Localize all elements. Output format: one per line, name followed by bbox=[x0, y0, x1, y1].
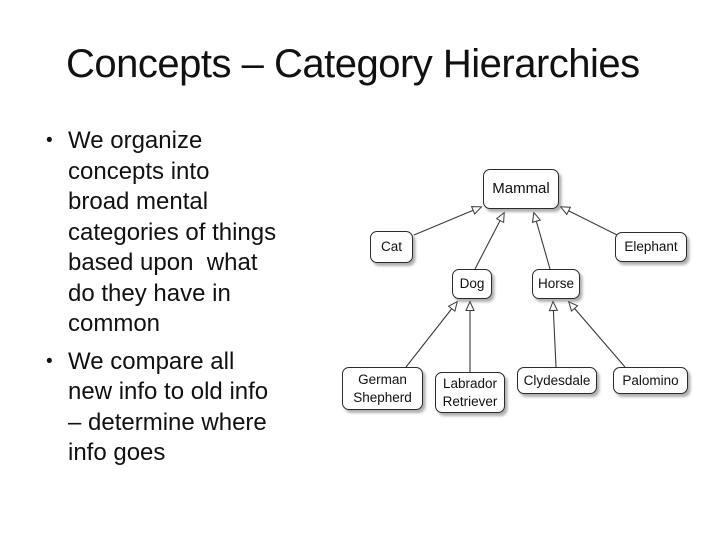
bullet-text: We organize concepts into broad mental c… bbox=[68, 127, 277, 337]
bullet-item: • We compare all new info to old info – … bbox=[46, 347, 338, 469]
slide-title: Concepts – Category Hierarchies bbox=[66, 42, 640, 86]
node-dog: Dog bbox=[452, 269, 492, 299]
node-labrador-retriever: Labrador Retriever bbox=[435, 372, 505, 413]
node-cat: Cat bbox=[370, 231, 413, 263]
node-clydesdale: Clydesdale bbox=[517, 367, 597, 394]
node-german-shepherd: German Shepherd bbox=[342, 367, 423, 410]
edge-palomino-horse bbox=[567, 300, 626, 368]
bullet-list: • We organize concepts into broad mental… bbox=[46, 126, 338, 469]
category-hierarchy-diagram: Mammal Cat Elephant Dog Horse German She… bbox=[340, 160, 700, 430]
node-palomino: Palomino bbox=[613, 367, 688, 394]
diagram-edges bbox=[405, 206, 626, 372]
edge-dog-mammal bbox=[474, 211, 505, 270]
edge-clydesdale-horse bbox=[548, 300, 559, 368]
edge-elephant-mammal bbox=[559, 206, 618, 236]
node-elephant: Elephant bbox=[615, 232, 687, 262]
edge-horse-mammal bbox=[531, 211, 551, 270]
edge-cat-mammal bbox=[413, 206, 483, 236]
bullet-item: • We organize concepts into broad mental… bbox=[46, 126, 338, 340]
node-horse: Horse bbox=[532, 269, 580, 299]
bullet-marker: • bbox=[46, 350, 53, 372]
bullet-marker: • bbox=[46, 130, 53, 151]
bullet-text: We compare all new info to old info – de… bbox=[68, 347, 269, 467]
edge-german-shepherd-dog bbox=[405, 300, 459, 368]
node-mammal: Mammal bbox=[483, 169, 559, 209]
